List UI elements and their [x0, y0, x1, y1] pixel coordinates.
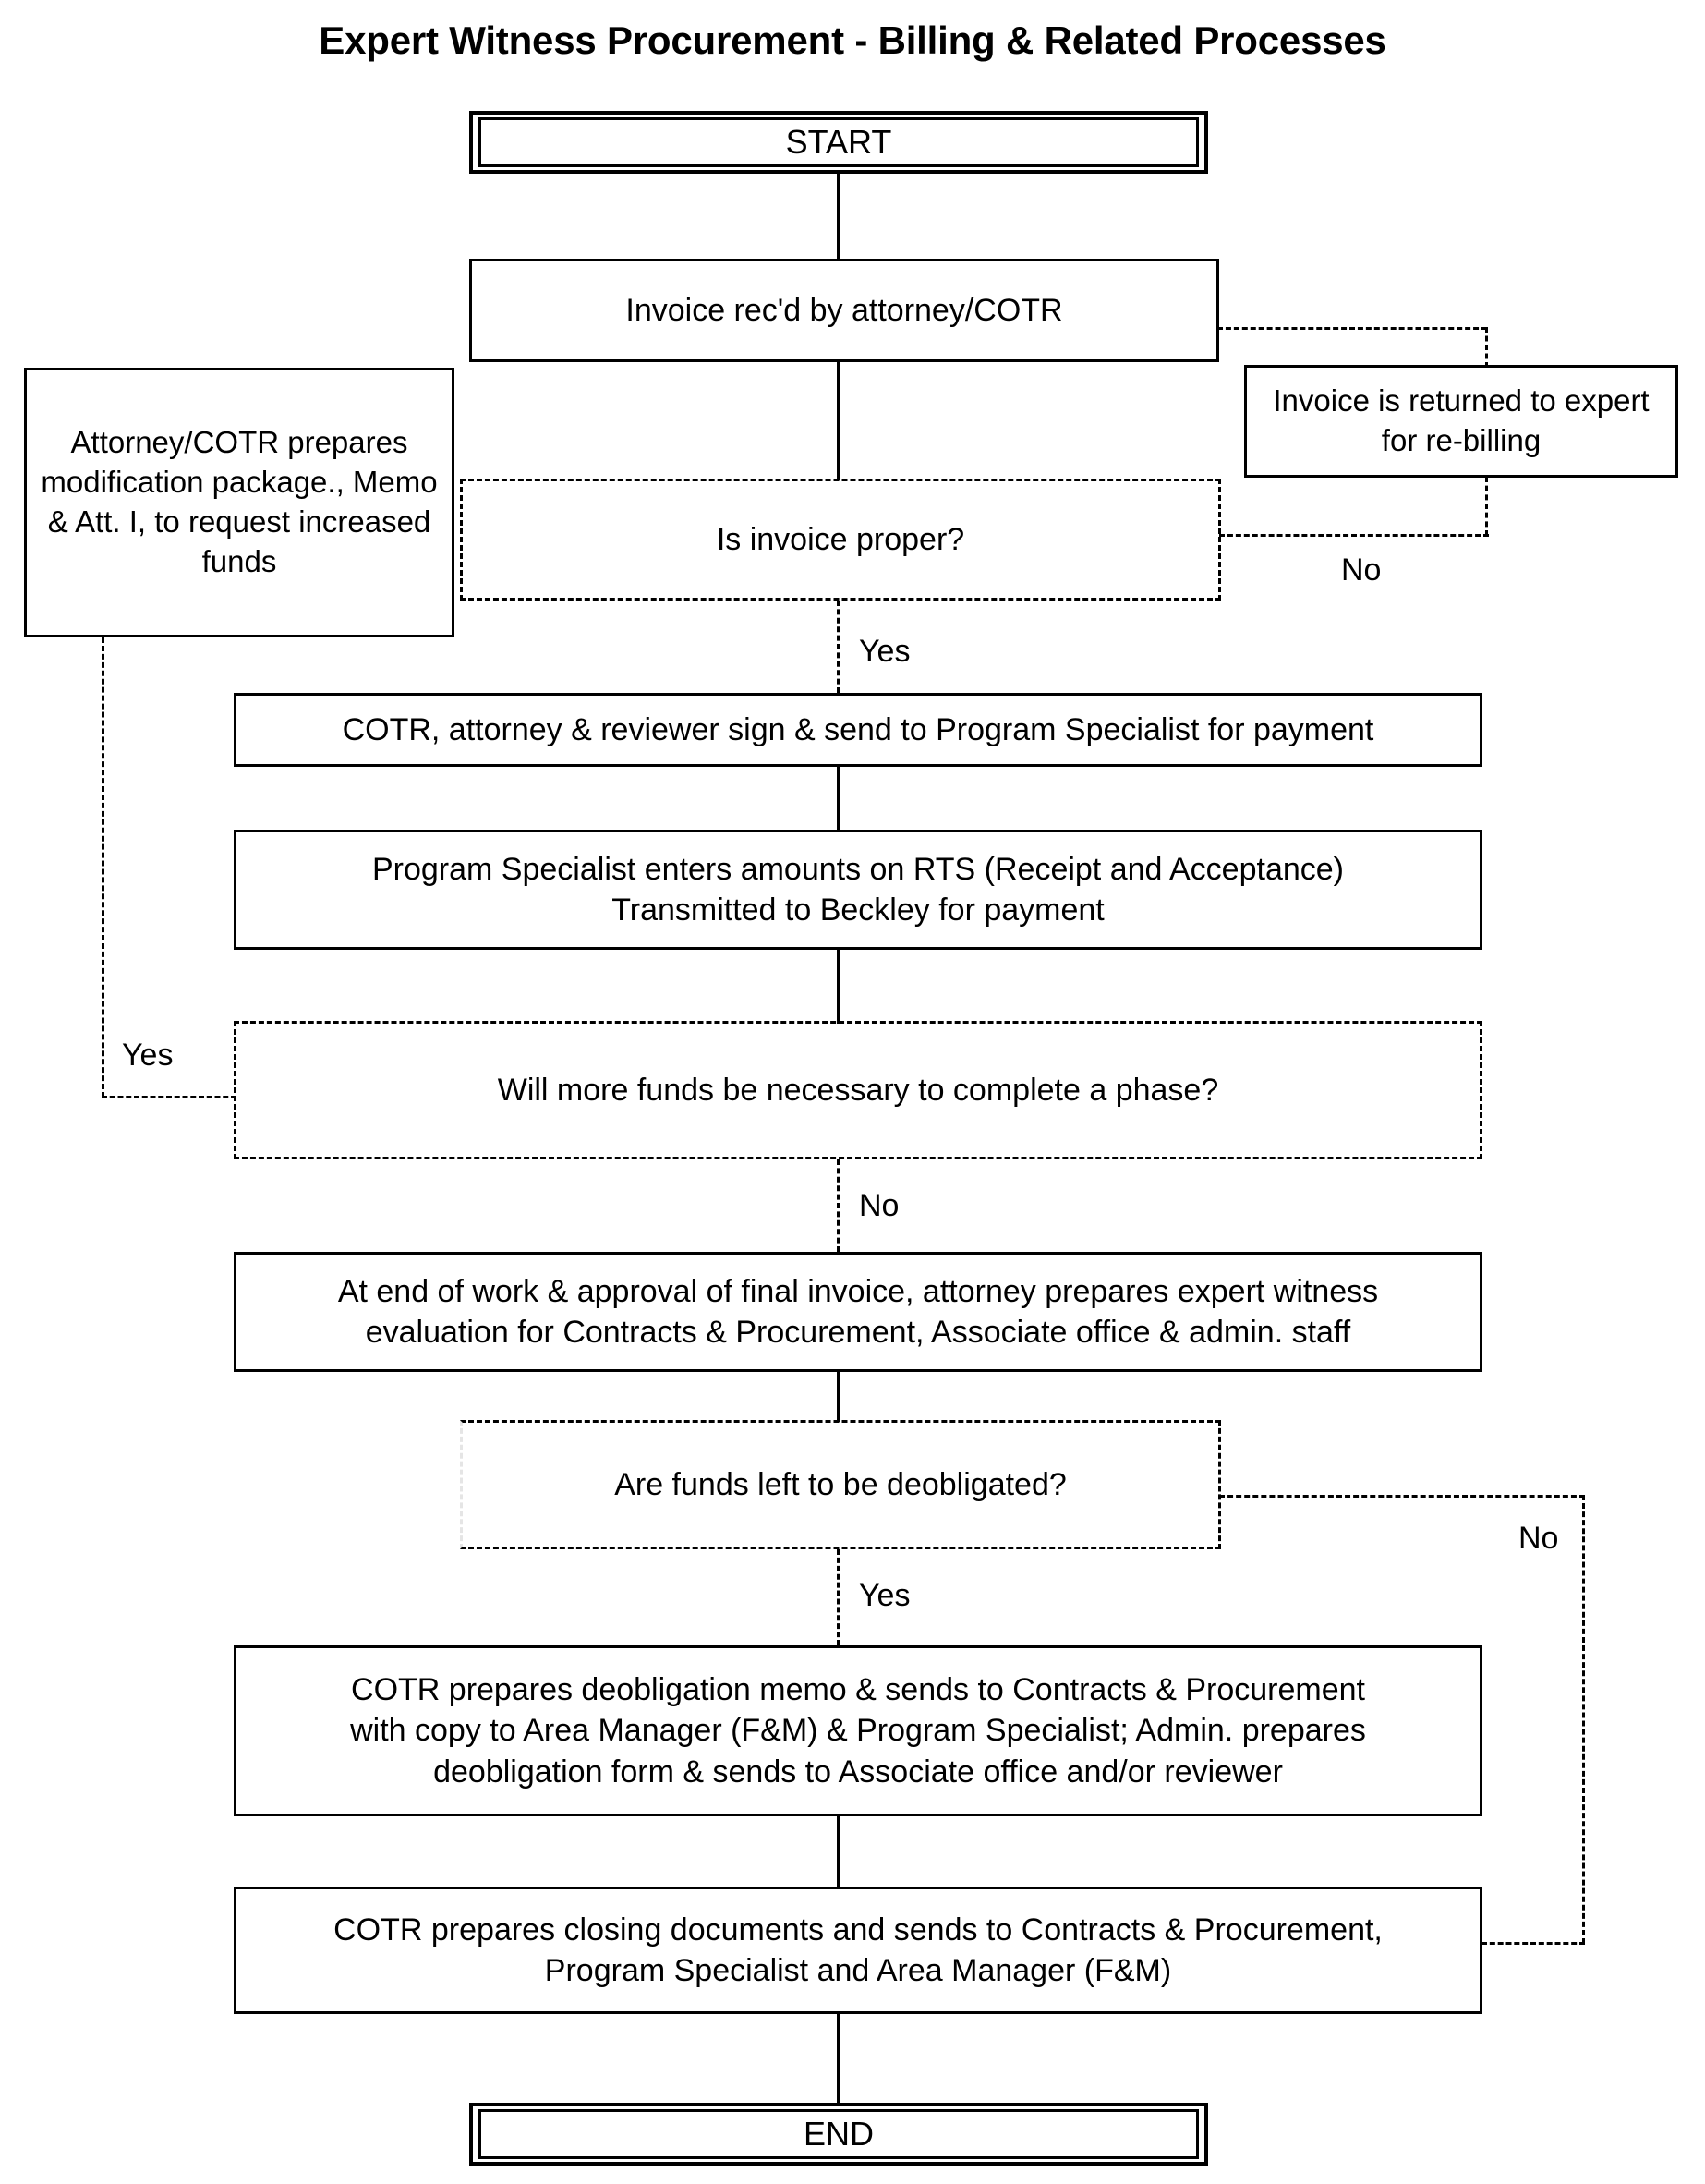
node-expert-evaluation: At end of work & approval of final invoi…	[234, 1252, 1482, 1372]
edge-label-yes-invoice-proper: Yes	[859, 634, 911, 669]
connector-returned-to-invoice-horizontal	[1217, 327, 1487, 330]
connector-invoice-to-proper	[837, 362, 840, 480]
connector-proper-no-vertical	[1485, 477, 1488, 536]
node-modification-package-label: Attorney/COTR prepares modification pack…	[41, 425, 438, 578]
node-expert-evaluation-line2: evaluation for Contracts & Procurement, …	[365, 1315, 1351, 1350]
node-invoice-returned: Invoice is returned to expert for re-bil…	[1244, 365, 1678, 478]
connector-closing-to-end	[837, 2014, 840, 2103]
connector-morefunds-yes-horizontal	[102, 1096, 236, 1098]
node-is-invoice-proper: Is invoice proper?	[460, 479, 1221, 601]
node-rts-entry-line1: Program Specialist enters amounts on RTS…	[371, 851, 1344, 887]
node-closing-documents-line1: COTR prepares closing documents and send…	[333, 1911, 1383, 1947]
node-closing-documents-line2: Program Specialist and Area Manager (F&M…	[544, 1953, 1172, 1988]
connector-morefunds-yes-vertical	[102, 637, 104, 1098]
connector-deobmemo-to-closing	[837, 1816, 840, 1887]
connector-deobligated-no-horizontal	[1219, 1495, 1585, 1498]
page-title: Expert Witness Procurement - Billing & R…	[319, 18, 1386, 62]
connector-deobligated-no-into-closing	[1481, 1942, 1585, 1945]
edge-label-yes-more-funds: Yes	[122, 1037, 174, 1073]
node-end: END	[469, 2103, 1208, 2166]
node-invoice-received: Invoice rec'd by attorney/COTR	[469, 259, 1219, 362]
node-is-invoice-proper-label: Is invoice proper?	[716, 521, 965, 557]
node-invoice-received-label: Invoice rec'd by attorney/COTR	[625, 292, 1063, 328]
node-deobligation-memo: COTR prepares deobligation memo & sends …	[234, 1645, 1482, 1816]
node-sign-and-send-label: COTR, attorney & reviewer sign & send to…	[342, 711, 1374, 747]
node-invoice-returned-label: Invoice is returned to expert for re-bil…	[1273, 383, 1650, 457]
node-deobligation-memo-line1: COTR prepares deobligation memo & sends …	[351, 1672, 1365, 1708]
edge-label-no-deobligated: No	[1518, 1521, 1559, 1556]
node-closing-documents: COTR prepares closing documents and send…	[234, 1887, 1482, 2014]
edge-label-yes-deobligated: Yes	[859, 1578, 911, 1613]
node-deobligation-memo-line3: deobligation form & sends to Associate o…	[433, 1753, 1283, 1790]
edge-label-no-more-funds: No	[859, 1188, 900, 1223]
node-rts-entry: Program Specialist enters amounts on RTS…	[234, 830, 1482, 950]
node-rts-entry-line2: Transmitted to Beckley for payment	[611, 892, 1105, 928]
connector-morefunds-no-vertical	[837, 1159, 840, 1252]
node-deobligated-decision-label: Are funds left to be deobligated?	[614, 1466, 1067, 1502]
connector-evaluation-to-deobligated	[837, 1372, 840, 1422]
node-start: START	[469, 111, 1208, 174]
node-modification-package: Attorney/COTR prepares modification pack…	[24, 368, 454, 637]
connector-signsend-to-rts	[837, 767, 840, 830]
connector-rts-to-morefunds	[837, 950, 840, 1024]
connector-deobligated-no-vertical	[1582, 1495, 1585, 1944]
node-sign-and-send: COTR, attorney & reviewer sign & send to…	[234, 693, 1482, 767]
connector-proper-yes-vertical	[837, 601, 840, 693]
node-deobligated-decision: Are funds left to be deobligated?	[460, 1420, 1221, 1549]
node-end-label: END	[478, 2109, 1199, 2159]
node-more-funds-decision: Will more funds be necessary to complete…	[234, 1021, 1482, 1159]
node-more-funds-decision-label: Will more funds be necessary to complete…	[497, 1072, 1219, 1108]
edge-label-no-invoice-proper: No	[1341, 552, 1382, 588]
connector-proper-no-horizontal	[1219, 534, 1489, 537]
connector-start-to-invoice	[837, 174, 840, 259]
connector-deobligated-yes-vertical	[837, 1549, 840, 1645]
node-start-label: START	[478, 117, 1199, 167]
connector-returned-to-invoice-vertical	[1485, 327, 1488, 368]
node-deobligation-memo-line2: with copy to Area Manager (F&M) & Progra…	[350, 1713, 1366, 1749]
node-expert-evaluation-line1: At end of work & approval of final invoi…	[337, 1273, 1379, 1309]
